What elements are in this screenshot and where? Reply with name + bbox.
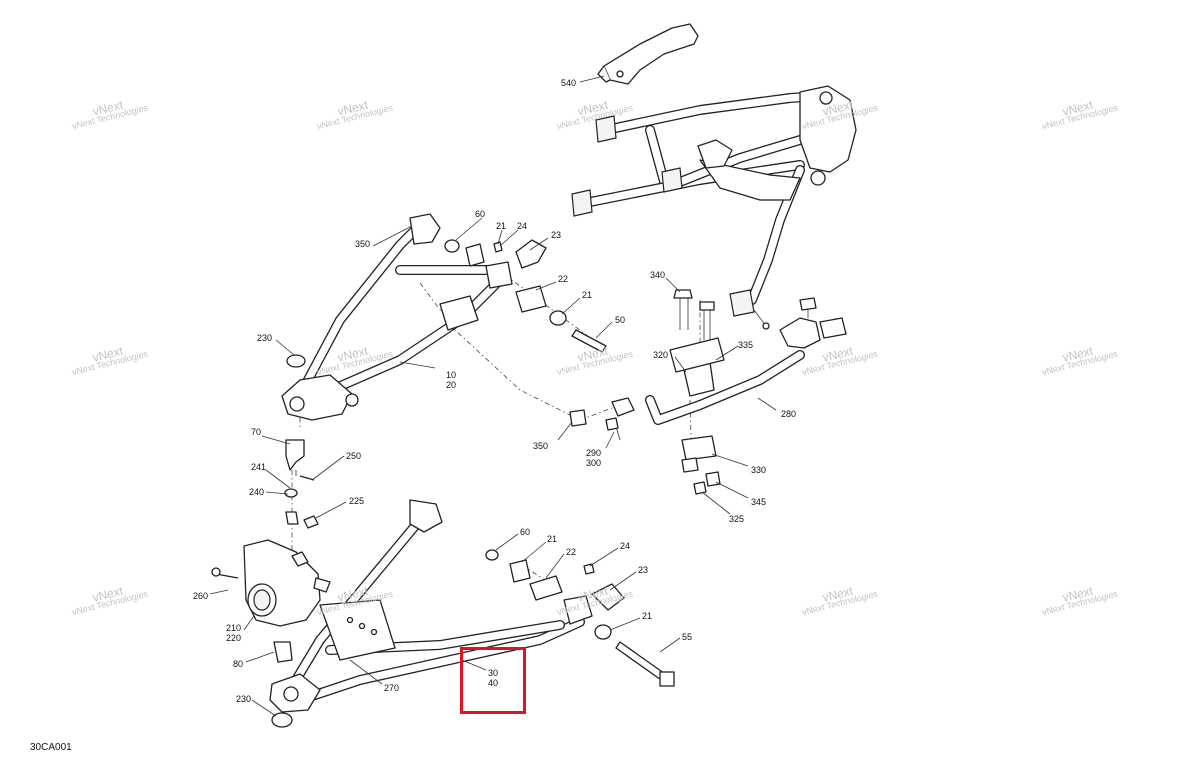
callout-24: 24: [620, 541, 631, 551]
callout-225: 225: [349, 496, 365, 506]
callout-325: 325: [729, 514, 745, 524]
callout-23: 23: [551, 230, 562, 240]
callout-350: 350: [355, 239, 371, 249]
callout-21: 21: [642, 611, 653, 621]
part-540-bracket: [597, 23, 699, 85]
callout-330: 330: [751, 465, 767, 475]
callout-50: 50: [615, 315, 626, 325]
callout-22: 22: [566, 547, 577, 557]
callout-22: 22: [558, 274, 569, 284]
lower-a-arm: [269, 499, 593, 713]
callout-230: 230: [236, 694, 252, 704]
upper-a-arm: [281, 213, 513, 421]
callout-leaders: [209, 75, 777, 717]
highlight-box: [460, 647, 526, 714]
assembly-centerlines: [291, 274, 701, 591]
callout-260: 260: [193, 591, 209, 601]
callout-23: 23: [638, 565, 649, 575]
callout-220: 220: [226, 633, 242, 643]
rear-frame: [571, 85, 857, 330]
callout-320: 320: [653, 350, 669, 360]
diagram-code: 30CA001: [30, 742, 72, 753]
callout-80: 80: [233, 659, 244, 669]
callout-60: 60: [475, 209, 486, 219]
ball-joint-and-knuckle: [211, 439, 331, 728]
callout-335: 335: [738, 340, 754, 350]
callout-350: 350: [533, 441, 549, 451]
callout-24: 24: [517, 221, 528, 231]
callout-241: 241: [251, 462, 267, 472]
callout-540: 540: [561, 78, 577, 88]
callout-20: 20: [446, 380, 457, 390]
callout-345: 345: [751, 497, 767, 507]
callout-270: 270: [384, 683, 400, 693]
callout-340: 340: [650, 270, 666, 280]
callout-40: 40: [488, 678, 499, 688]
callout-230: 230: [257, 333, 273, 343]
callout-21: 21: [547, 534, 558, 544]
callout-60: 60: [520, 527, 531, 537]
callout-250: 250: [346, 451, 362, 461]
callout-55: 55: [682, 632, 693, 642]
callout-21: 21: [496, 221, 507, 231]
lower-arm-hardware: [485, 549, 675, 687]
callout-290: 290: [586, 448, 602, 458]
callout-300: 300: [586, 458, 602, 468]
callout-21: 21: [582, 290, 593, 300]
callout-280: 280: [781, 409, 797, 419]
upper-arm-hardware: [286, 239, 607, 368]
callout-210: 210: [226, 623, 242, 633]
callout-30: 30: [488, 668, 499, 678]
stabilizer-bar: [569, 289, 847, 495]
callout-70: 70: [251, 427, 262, 437]
callout-240: 240: [249, 487, 265, 497]
callout-10: 10: [446, 370, 457, 380]
